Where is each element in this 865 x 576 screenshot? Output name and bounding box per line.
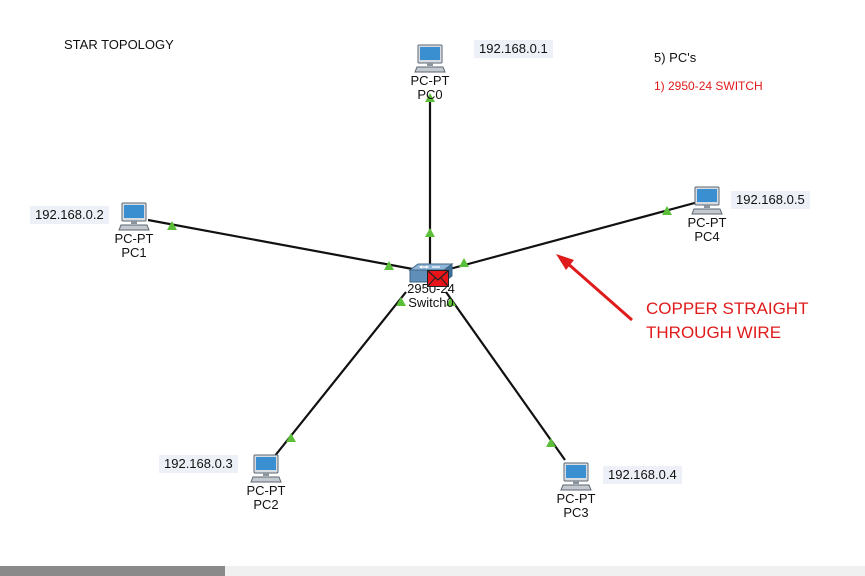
cable-pc1-switch[interactable] (147, 218, 419, 272)
device-pc0[interactable]: PC-PT PC0 (400, 44, 460, 102)
ip-label-pc1: 192.168.0.2 (30, 206, 109, 224)
device-switch0[interactable]: 2950-24 Switch0 (400, 262, 462, 310)
topology-title: STAR TOPOLOGY (64, 37, 174, 52)
annotation-arrow-head (556, 254, 574, 270)
switch-count-note: 1) 2950-24 SWITCH (654, 79, 763, 93)
link-light-pc3-end (546, 438, 556, 447)
pc-icon (118, 202, 150, 231)
link-light-pc2-switch-end (396, 297, 406, 306)
pc-count-note: 5) PC's (654, 50, 697, 65)
device-pc2[interactable]: PC-PT PC2 (236, 454, 296, 512)
device-name-label: PC2 (253, 497, 279, 512)
device-type-label: PC-PT (687, 215, 727, 230)
pc-icon (691, 186, 723, 215)
annotation-arrow (565, 260, 633, 322)
device-type-label: PC-PT (410, 73, 450, 88)
link-light-pc4-end (662, 206, 672, 215)
device-type-label: PC-PT (556, 491, 596, 506)
device-pc3[interactable]: PC-PT PC3 (546, 462, 606, 520)
link-light-pc0-end (425, 93, 435, 102)
device-name-label: PC3 (563, 505, 589, 520)
link-light-pc0-switch-end (425, 228, 435, 237)
scrollbar-thumb[interactable] (0, 566, 225, 576)
pc-icon (250, 454, 282, 483)
device-name-label: Switch0 (408, 295, 454, 310)
ip-label-pc2: 192.168.0.3 (159, 455, 238, 473)
cable-pc3-switch[interactable] (445, 291, 566, 461)
device-name-label: PC0 (417, 87, 443, 102)
pc-icon (560, 462, 592, 491)
cable-pc2-switch[interactable] (269, 291, 407, 463)
device-type-label: PC-PT (246, 483, 286, 498)
pdu-envelope-icon[interactable] (427, 270, 449, 287)
link-light-pc4-switch-end (459, 258, 469, 267)
link-light-pc2-end (286, 433, 296, 442)
annotation-line-2: THROUGH WIRE (646, 323, 782, 342)
link-light-pc1-end (167, 221, 177, 230)
annotation-line-1: COPPER STRAIGHT (646, 299, 809, 318)
ip-label-pc0: 192.168.0.1 (474, 40, 553, 58)
device-type-label: PC-PT (114, 231, 154, 246)
cable-pc4-switch[interactable] (445, 199, 703, 272)
wire-type-annotation: COPPER STRAIGHT THROUGH WIRE (646, 297, 808, 345)
link-light-pc3-switch-end (446, 297, 456, 306)
pc-icon (414, 44, 446, 73)
ip-label-pc4: 192.168.0.5 (731, 191, 810, 209)
device-name-label: PC4 (694, 229, 720, 244)
device-pc1[interactable]: PC-PT PC1 (104, 202, 164, 260)
horizontal-scrollbar[interactable] (0, 566, 865, 576)
ip-label-pc3: 192.168.0.4 (603, 466, 682, 484)
device-pc4[interactable]: PC-PT PC4 (677, 186, 737, 244)
device-name-label: PC1 (121, 245, 147, 260)
link-light-pc1-switch-end (384, 261, 394, 270)
